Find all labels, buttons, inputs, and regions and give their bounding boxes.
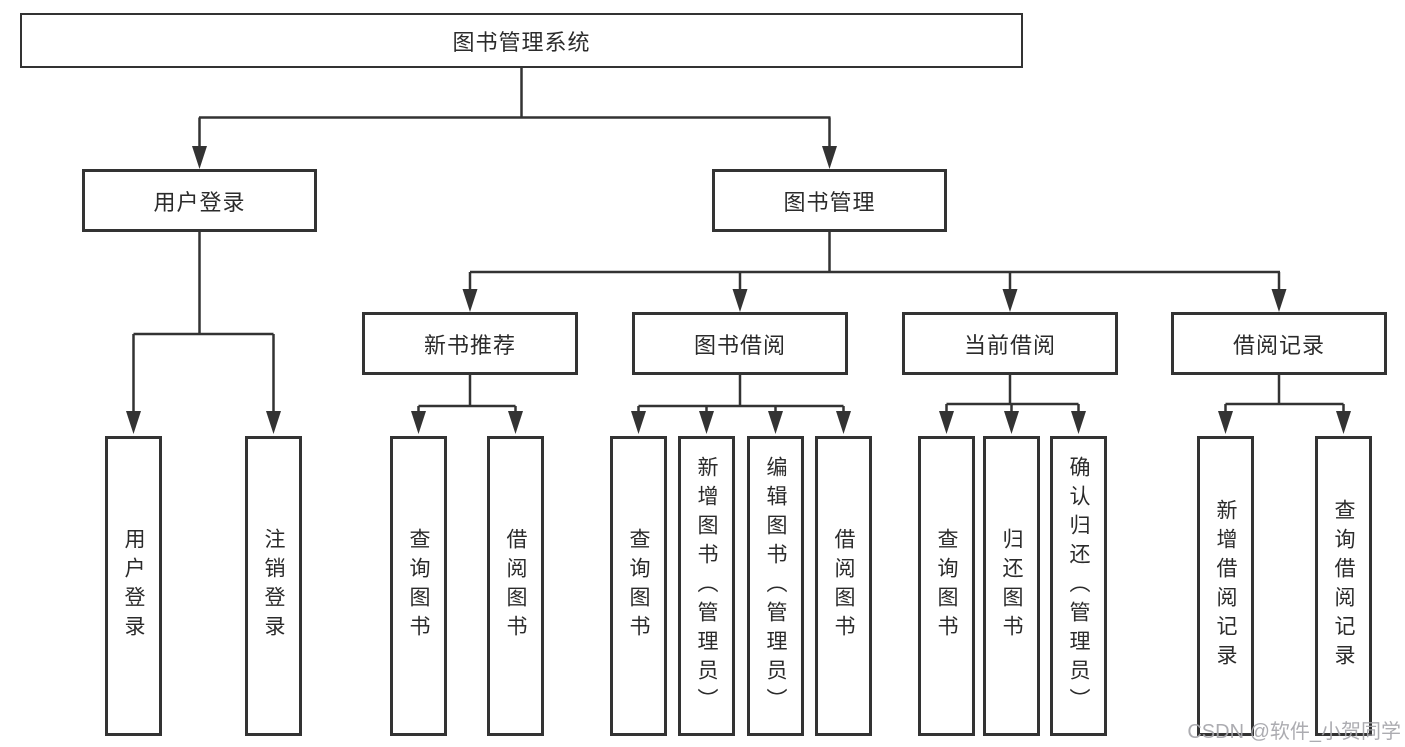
connector-arrowheads: [126, 146, 1351, 434]
node-label: 新书推荐: [423, 332, 516, 358]
node-label: 查询图书: [627, 528, 650, 644]
leaf-user-login: 用户登录: [105, 436, 162, 736]
leaf-return-books: 归还图书: [983, 436, 1040, 736]
node-label: 借阅图书: [832, 528, 855, 644]
leaf-borrow-books: 借阅图书: [815, 436, 872, 736]
node-label: 图书借阅: [693, 332, 786, 358]
node-label: 借阅图书: [504, 528, 527, 644]
node-label: 当前借阅: [963, 332, 1056, 358]
node-book-borrowing: 图书借阅: [632, 312, 848, 375]
node-label: 图书管理: [783, 189, 876, 215]
node-label: 新增借阅记录: [1214, 499, 1237, 673]
node-library-management-system: 图书管理系统: [20, 13, 1023, 68]
node-label: 查询图书: [407, 528, 430, 644]
leaf-borrow-books-recommend: 借阅图书: [487, 436, 544, 736]
leaf-edit-books-admin: 编辑图书（管理员）: [747, 436, 804, 736]
leaf-confirm-return-admin: 确认归还（管理员）: [1050, 436, 1107, 736]
node-new-book-recommendation: 新书推荐: [362, 312, 578, 375]
node-label: 用户登录: [122, 528, 145, 644]
node-current-borrowing: 当前借阅: [902, 312, 1118, 375]
node-label: 借阅记录: [1232, 332, 1325, 358]
node-label: 新增图书（管理员）: [695, 455, 718, 717]
node-label: 编辑图书（管理员）: [764, 455, 787, 717]
leaf-query-borrowing-record: 查询借阅记录: [1315, 436, 1372, 736]
node-borrowing-records: 借阅记录: [1171, 312, 1387, 375]
leaf-query-books-current: 查询图书: [918, 436, 975, 736]
node-label: 查询图书: [935, 528, 958, 644]
leaf-query-books-borrowing: 查询图书: [610, 436, 667, 736]
node-label: 图书管理系统: [452, 29, 591, 55]
node-book-management: 图书管理: [712, 169, 947, 232]
node-user-login: 用户登录: [82, 169, 317, 232]
node-label: 查询借阅记录: [1332, 499, 1355, 673]
leaf-query-books-recommend: 查询图书: [390, 436, 447, 736]
leaf-add-borrowing-record: 新增借阅记录: [1197, 436, 1254, 736]
node-label: 确认归还（管理员）: [1067, 455, 1090, 717]
node-label: 用户登录: [153, 189, 246, 215]
leaf-logout: 注销登录: [245, 436, 302, 736]
node-label: 归还图书: [1000, 528, 1023, 644]
csdn-watermark: CSDN @软件_小贺同学: [1187, 721, 1401, 743]
leaf-add-books-admin: 新增图书（管理员）: [678, 436, 735, 736]
node-label: 注销登录: [262, 528, 285, 644]
